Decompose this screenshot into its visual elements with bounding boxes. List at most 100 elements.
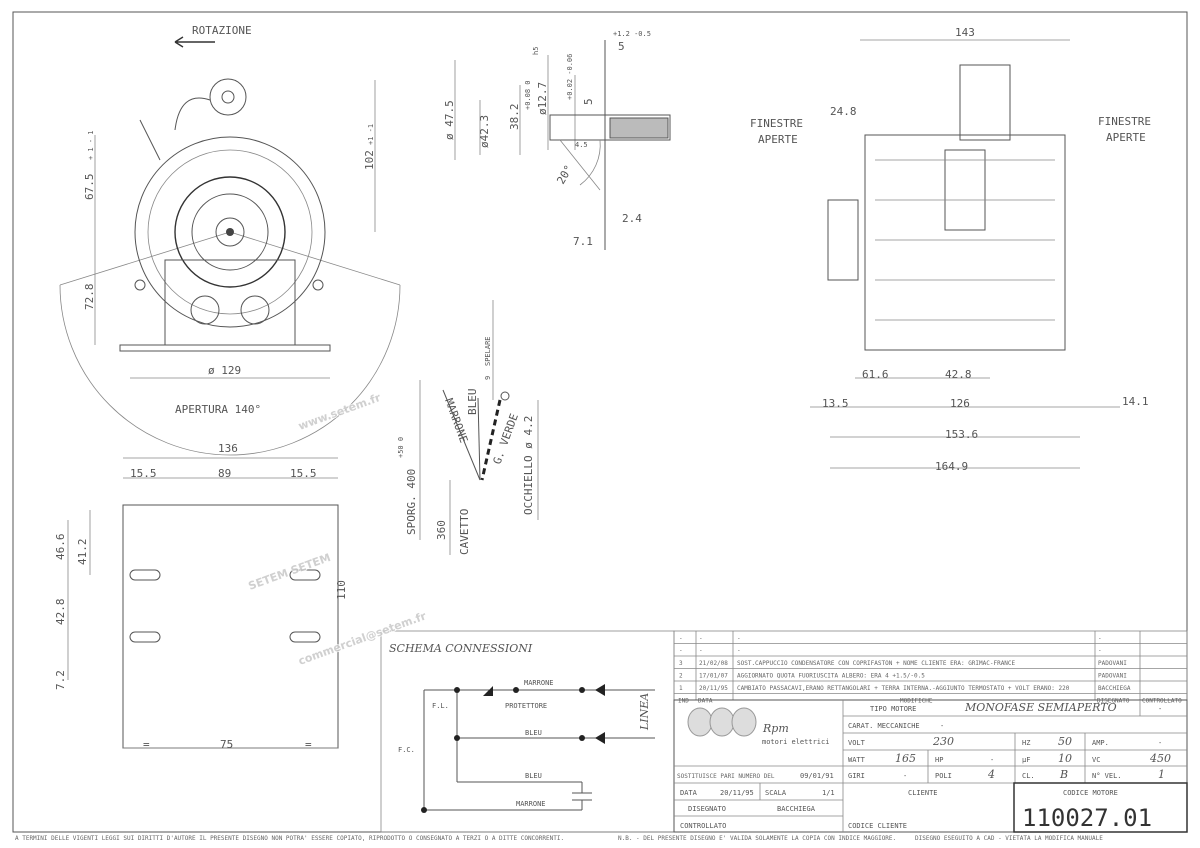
value-giri: - [903,772,907,780]
front-view: ROTAZIONE 67.5 + 1 - 1 102 +1 -1 72.8 ø … [59,24,401,456]
revision-drawn: - [1098,648,1102,655]
tol-67-5: + 1 - 1 [87,130,95,160]
label-date: DATA [680,789,698,797]
label-carat: CARAT. MECCANICHE [848,722,920,730]
shaft [215,217,245,247]
revision-drawn: PADOVANI [1098,660,1127,667]
revision-row: ---- [679,648,1102,655]
angle-20: 20° [554,163,575,187]
dim-14-1: 14.1 [1122,395,1149,408]
wire-blue-label: BLEU [466,389,479,416]
value-hz: 50 [1058,735,1072,748]
label-amp: AMP. [1092,739,1109,747]
label-hp: HP [935,756,943,764]
windows-label-left: FINESTRE [750,117,803,130]
base-plate [122,504,339,749]
connection-schematic: SCHEMA CONNESSIONI MARRONE PROTETTORE BL… [380,630,675,833]
value-scale: 1/1 [822,789,835,797]
equal-right: = [305,738,312,751]
label-watt: WATT [848,756,866,764]
revision-change: - [737,635,741,642]
revision-date: 21/02/08 [699,660,728,667]
label-scale: SCALA [765,789,787,797]
revision-header-change: MODIFICHE [900,698,933,705]
revision-date: - [699,635,703,642]
value-hp: - [990,756,994,764]
label-client-code: CODICE CLIENTE [848,822,907,830]
footer-cad: DISEGNO ESEGUITO A CAD - VIETATA LA MODI… [915,835,1103,842]
fit-h5: h5 [532,47,540,55]
revision-header-date: DATA [698,698,713,705]
dim-42-8-bottom: 42.8 [54,599,67,626]
revision-change: - [737,648,741,655]
revision-drawn: - [1098,635,1102,642]
dim-126: 126 [950,397,970,410]
opening-label: APERTURA 140° [175,403,261,416]
label-hz: HZ [1022,739,1030,747]
logo-subtitle: motori elettrici [762,738,829,746]
label-bleu-mid: BLEU [525,729,542,737]
footer-copyright: A TERMINI DELLE VIGENTI LEGGI SUI DIRITT… [15,835,564,842]
label-replaces: SOSTITUISCE PARI NUMERO DEL [677,773,775,780]
label-protector: PROTETTORE [505,702,547,710]
revision-row: ---- [679,635,1102,642]
label-fc: F.C. [398,746,415,754]
label-uf: μF [1022,756,1030,764]
label-bleu-low: BLEU [525,772,542,780]
cable-length: 360 [435,520,448,540]
capacitor [959,64,1011,141]
value-carat: - [940,722,944,730]
schematic-title: SCHEMA CONNESSIONI [389,642,533,655]
tol-5-len: +1.2 -0.5 [613,30,651,38]
value-uf: 10 [1058,752,1072,765]
logo-text: Rpm [762,722,789,735]
strip-length: 9 [484,376,492,380]
watermark: www.setem.fr SETEM SETEM commercial@sete… [246,390,429,669]
terminal-arrow-icon [595,732,605,744]
length-label: SPORG. 400 [405,469,418,535]
dim-41-2: 41.2 [76,539,89,566]
dim-110: 110 [335,580,348,600]
label-checked: CONTROLLATO [680,822,726,830]
value-tipo: MONOFASE SEMIAPERTO [964,701,1117,714]
motor-body [864,134,1066,351]
revision-header-drawn: DISEGNATO [1097,698,1130,705]
dim-38-2: 38.2 [508,104,521,131]
value-watt: 165 [895,752,916,765]
revision-ind: 2 [679,673,683,680]
cable-detail: SPELARE 9 BLEU MARRONE G. VERDE OCCHIELL… [397,300,539,555]
opening-arc [59,284,401,456]
watermark-url: www.setem.fr [297,391,383,433]
revision-date: 17/01/07 [699,673,728,680]
value-amp: - [1158,739,1162,747]
watermark-brand: SETEM SETEM [247,551,333,593]
value-vel: 1 [1158,768,1165,781]
windows-label-left-2: APERTE [758,133,798,146]
dim-13-5: 13.5 [822,397,849,410]
label-drawn: DISEGNATO [688,805,726,813]
label-marrone-top: MARRONE [524,679,554,687]
revision-ind: - [679,648,683,655]
label-line: LINEA [638,693,651,731]
dim-12-7: ø12.7 [536,82,549,115]
dim-2-4: 2.4 [622,212,642,225]
shaft-detail: ø 47.5 ø42.3 38.2 +0.08 0 ø12.7 h5 +0.02… [443,30,671,250]
dim-46-6: 46.6 [54,534,67,561]
value-vc: 450 [1149,752,1171,765]
length-tol: +50 0 [397,437,405,458]
dim-diameter-129: ø 129 [208,364,241,377]
revision-change: SOST.CAPPUCCIO CONDENSATORE CON COPRIFAS… [737,660,1016,667]
dim-153-6: 153.6 [945,428,978,441]
dim-89: 89 [218,467,231,480]
revision-header-ind: IND [678,698,689,705]
dim-42-8: 42.8 [945,368,972,381]
revision-date: 20/11/95 [699,685,728,692]
revision-change: AGGIORNATO QUOTA FUORIUSCITA ALBERO: ERA… [737,673,925,680]
dim-5-key: 5 [582,98,595,105]
dim-5-len: 5 [618,40,625,53]
bottom-view: 136 15.5 89 15.5 46.6 41.2 42.8 7.2 110 … [54,442,348,751]
value-tipo-extra: - [1158,705,1162,713]
cable-label: CAVETTO [458,509,471,555]
revision-header-checked: CONTROLLATO [1142,698,1182,705]
